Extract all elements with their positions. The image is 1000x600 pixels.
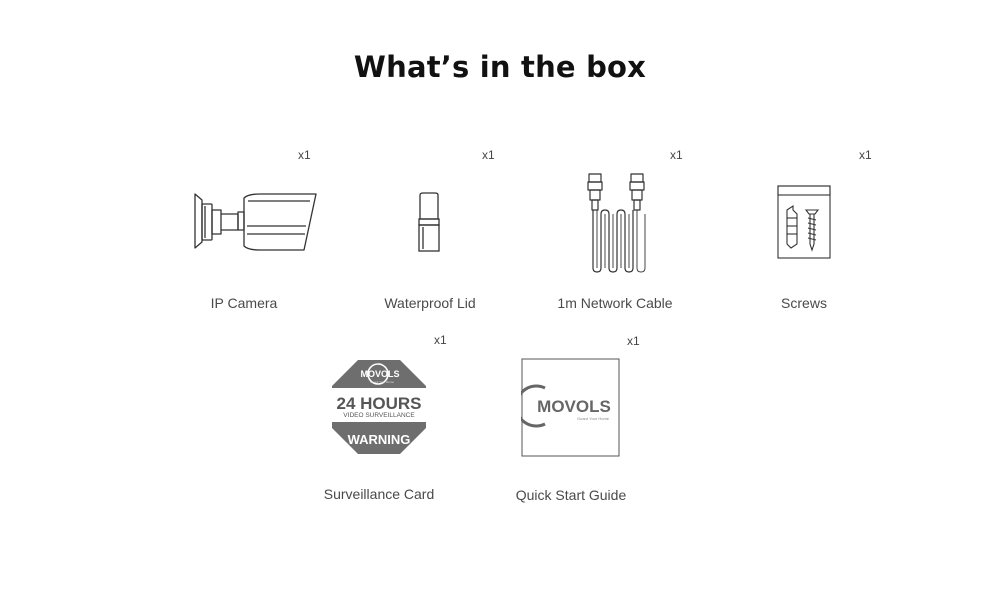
label-network-cable: 1m Network Cable <box>557 295 673 311</box>
guide-brand: MOVOLS <box>537 397 611 416</box>
card-brand: MOVOLS <box>360 369 399 379</box>
qty-waterproof-lid: x1 <box>482 148 495 162</box>
movols-logo-icon <box>521 384 546 428</box>
qty-quick-start-guide: x1 <box>627 334 640 348</box>
surveillance-card-icon: MOVOLS Guard Your Home 24 HOURS VIDEO SU… <box>332 360 426 454</box>
label-waterproof-lid: Waterproof Lid <box>384 295 476 311</box>
qty-network-cable: x1 <box>670 148 683 162</box>
card-subtitle: VIDEO SURVEILLANCE <box>343 412 415 419</box>
waterproof-lid-icon <box>418 192 440 252</box>
guide-slogan: Guard Your Home <box>577 416 610 421</box>
card-warning: WARNING <box>348 432 411 447</box>
qty-screws: x1 <box>859 148 872 162</box>
screws-icon <box>777 185 831 259</box>
card-hours: 24 HOURS <box>336 394 421 413</box>
quick-start-guide-icon: MOVOLS Guard Your Home <box>521 358 620 457</box>
page-title: What’s in the box <box>353 50 647 84</box>
card-slogan: Guard Your Home <box>370 380 394 384</box>
label-ip-camera: IP Camera <box>210 295 278 311</box>
ip-camera-icon <box>194 193 317 251</box>
label-surveillance-card: Surveillance Card <box>323 486 435 502</box>
qty-surveillance-card: x1 <box>434 333 447 347</box>
movols-logo-icon <box>367 363 389 385</box>
qty-ip-camera: x1 <box>298 148 311 162</box>
network-cable-icon <box>587 173 646 273</box>
label-screws: Screws <box>781 295 827 311</box>
label-quick-start-guide: Quick Start Guide <box>515 487 627 503</box>
